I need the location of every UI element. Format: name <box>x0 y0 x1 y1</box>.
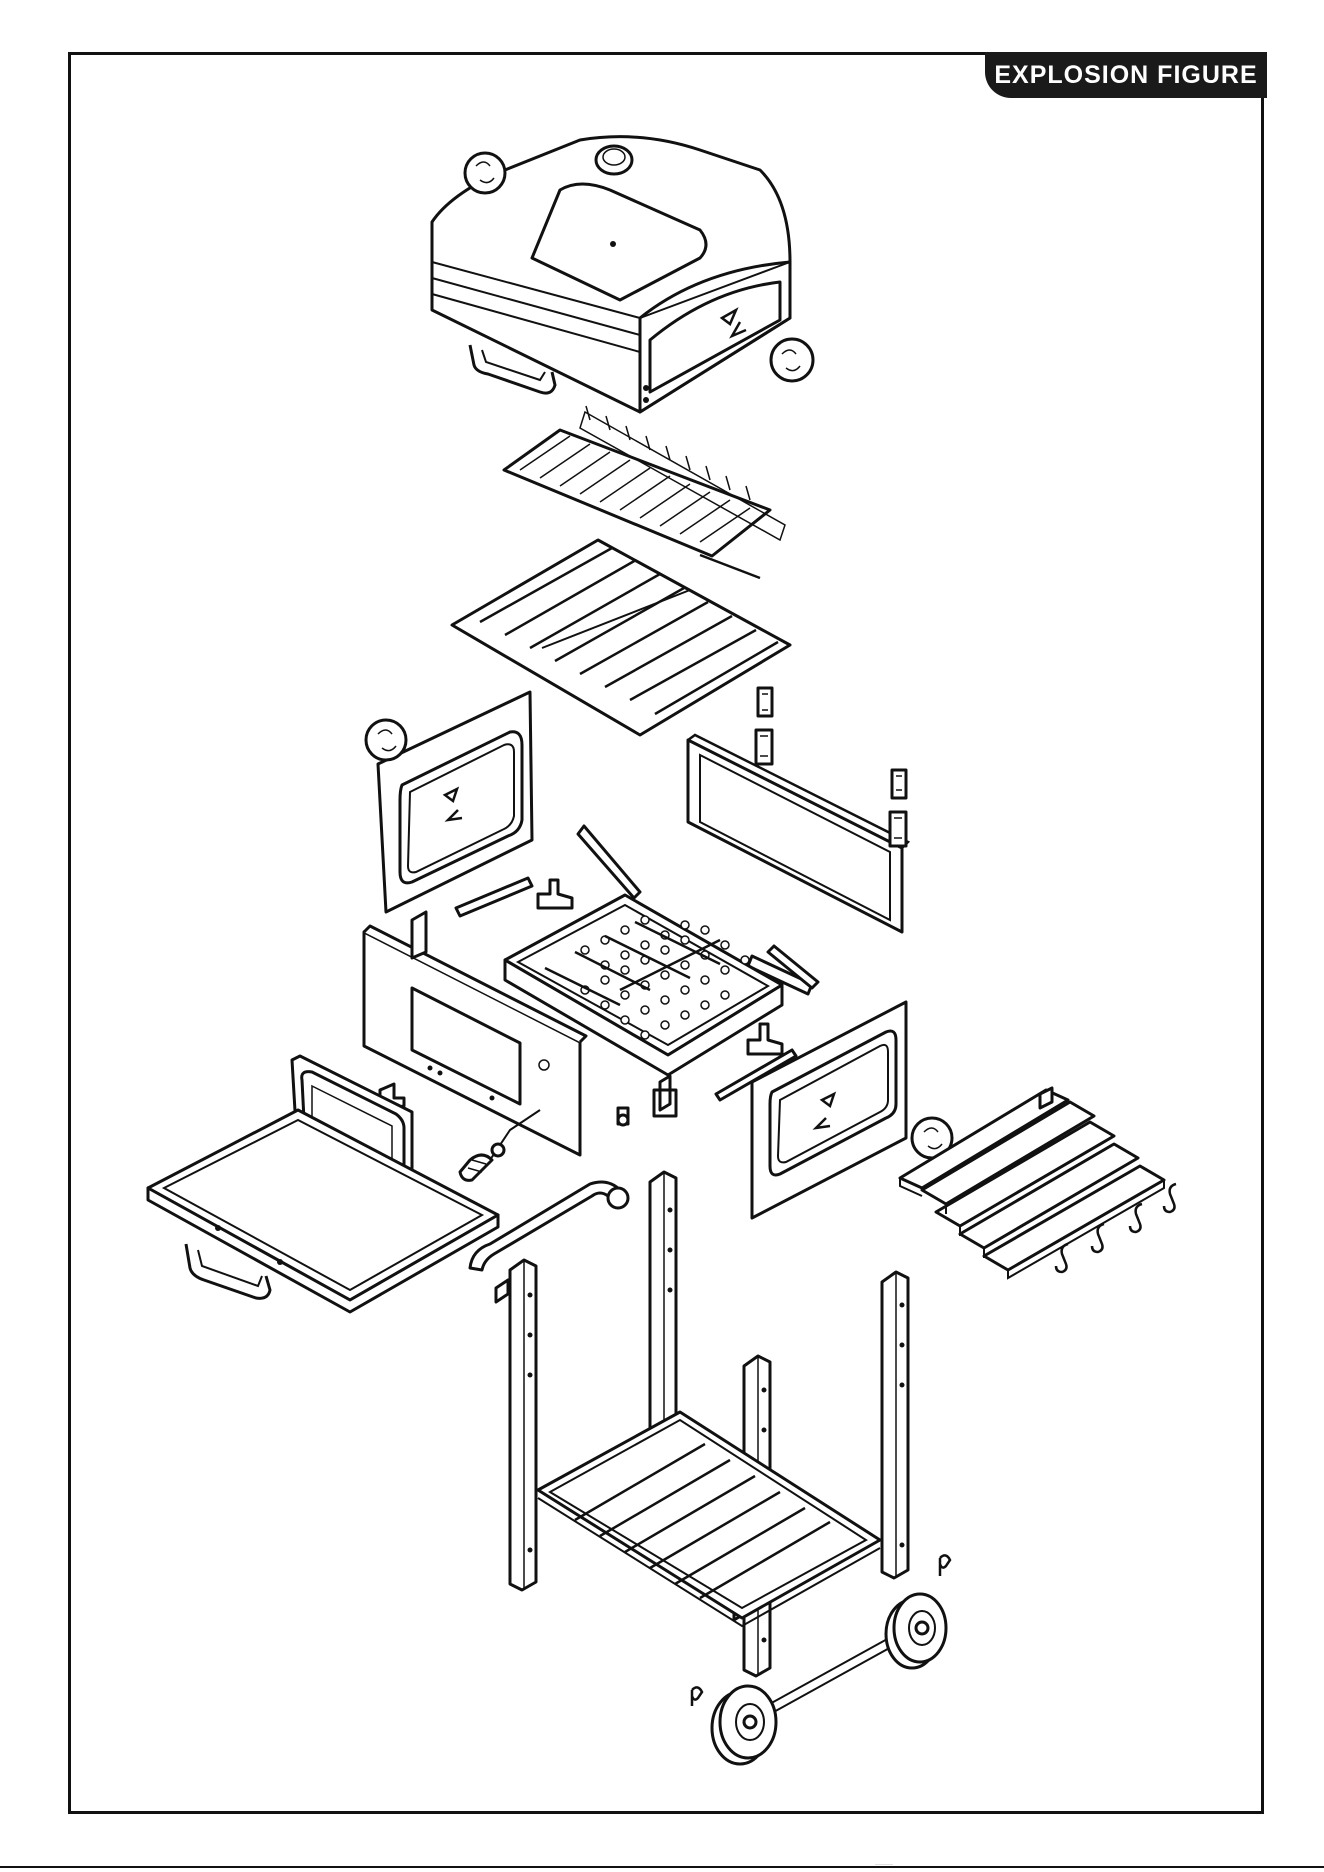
footer-rule <box>0 1866 1324 1868</box>
lid-hinge-disc-right <box>771 339 813 381</box>
warming-rack <box>504 406 785 578</box>
wheel-right <box>886 1594 946 1668</box>
leg-front-left <box>496 1260 536 1590</box>
leg-back-right <box>882 1272 908 1578</box>
footer-note: ········· <box>875 1862 893 1868</box>
firebox-back-panel <box>688 735 908 932</box>
lid-hinge-disc-left <box>465 153 505 193</box>
firebox-left-panel <box>366 692 532 912</box>
side-shelf <box>900 1088 1164 1278</box>
bottom-shelf <box>538 1412 880 1626</box>
front-shelf <box>148 1110 498 1312</box>
wheel-left <box>712 1686 776 1764</box>
